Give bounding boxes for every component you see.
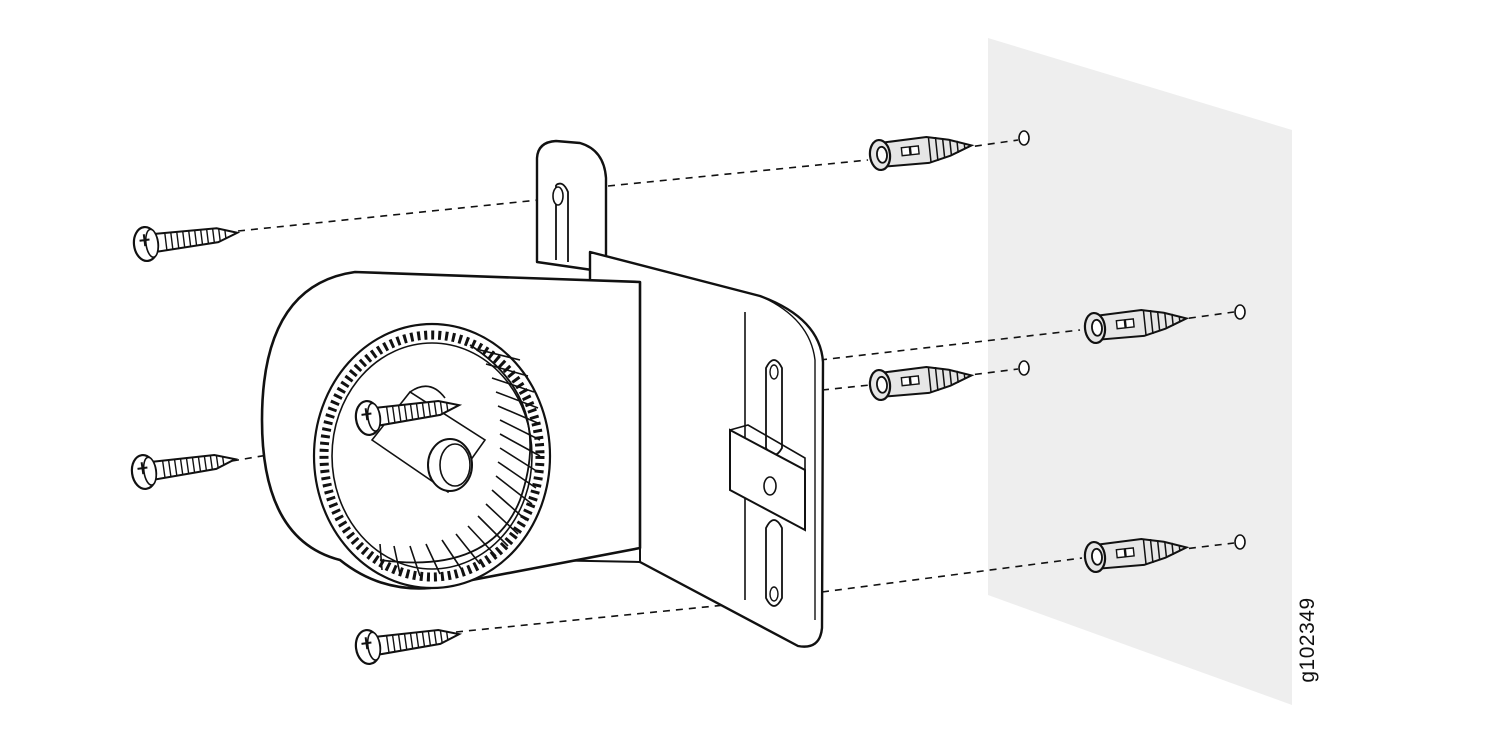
bracket-back-plate — [588, 250, 825, 648]
drill-hole — [1018, 130, 1030, 146]
wall-anchor — [867, 359, 975, 403]
mounting-bracket — [260, 139, 825, 648]
screw — [130, 214, 241, 264]
screw — [128, 441, 239, 492]
drill-hole — [1234, 304, 1246, 320]
drill-hole — [1018, 360, 1030, 376]
figure-id-label: g102349 — [1296, 597, 1319, 683]
wall-surface — [988, 38, 1292, 705]
drill-hole — [1234, 534, 1246, 550]
bracket-slot-lower — [765, 519, 783, 607]
wall-anchor — [867, 129, 975, 173]
screw — [352, 616, 463, 667]
bracket-top-tab — [535, 139, 608, 274]
